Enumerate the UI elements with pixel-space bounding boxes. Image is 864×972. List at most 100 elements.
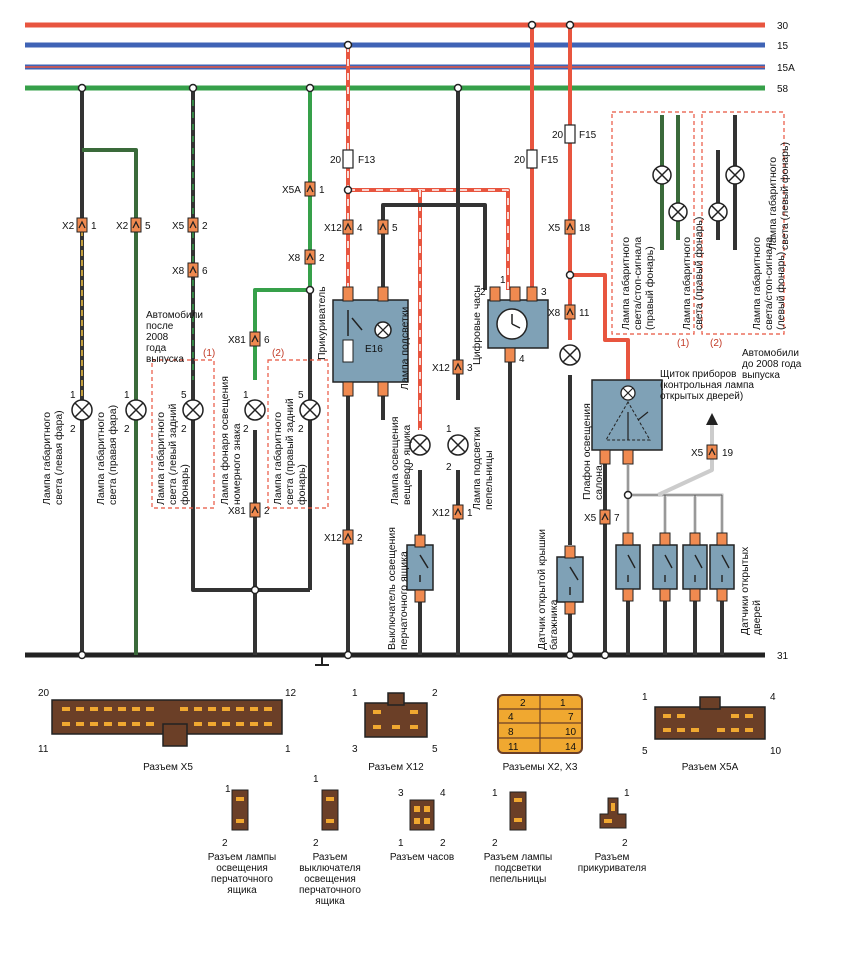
svg-text:4: 4 (508, 712, 514, 723)
svg-text:1: 1 (446, 424, 452, 435)
conn-x12-4: X12 4 (324, 219, 363, 235)
label-glovebox-switch: Выключатель освещенияперчаточного ящика (386, 527, 410, 650)
clock-icon (496, 308, 528, 340)
label-dome-light: Плафон освещениясалона (581, 403, 605, 500)
svg-text:2: 2 (432, 688, 438, 699)
wire-door-returns (626, 600, 724, 655)
svg-text:6: 6 (202, 266, 208, 277)
svg-text:3: 3 (541, 287, 547, 298)
svg-text:X2: X2 (62, 221, 75, 232)
svg-text:2: 2 (408, 462, 414, 473)
svg-text:5: 5 (642, 746, 648, 757)
e16-label: E16 (365, 344, 383, 355)
door-sensors-module (615, 532, 735, 602)
label-rear-left-tail: Лампа габаритногосвета (левый фонарь) (767, 142, 791, 250)
svg-text:1: 1 (225, 784, 231, 795)
dome-lamp-icon (620, 385, 636, 401)
label-glovebox-lamp: Лампа освещениявещевого ящика (389, 417, 413, 506)
svg-text:2: 2 (181, 424, 187, 435)
caption-x2x3: Разъемы X2, X3 (503, 762, 578, 773)
svg-text:5: 5 (392, 223, 398, 234)
svg-text:1: 1 (492, 788, 498, 799)
lamp-pin-labels: 12 12 52 12 52 2 12 (70, 390, 452, 473)
svg-text:1: 1 (398, 838, 404, 849)
svg-text:3: 3 (352, 744, 358, 755)
svg-text:2: 2 (202, 221, 208, 232)
svg-text:11: 11 (38, 744, 49, 755)
svg-text:2: 2 (70, 424, 76, 435)
dome-module (591, 379, 663, 465)
svg-text:5: 5 (181, 390, 187, 401)
svg-text:1: 1 (313, 774, 319, 785)
svg-text:1: 1 (624, 788, 630, 799)
label-clock: Цифровые часы (471, 285, 483, 365)
svg-text:X12: X12 (324, 223, 342, 234)
svg-text:8: 8 (508, 727, 514, 738)
svg-text:14: 14 (565, 742, 577, 753)
svg-text:2: 2 (124, 424, 130, 435)
lamp-dome-icon (559, 344, 581, 366)
bus-label-15: 15 (777, 41, 789, 52)
wire-f13-branch-stripe (348, 189, 509, 290)
svg-text:1: 1 (124, 390, 130, 401)
wire-right-front (82, 148, 138, 655)
svg-text:X12: X12 (324, 533, 342, 544)
svg-text:11: 11 (579, 308, 590, 319)
caption-clock: Разъем часов (390, 852, 454, 863)
caption-x5a: Разъем X5A (682, 762, 739, 773)
bus-label-31: 31 (777, 651, 789, 662)
svg-text:2: 2 (440, 838, 446, 849)
label-rear-right-tail: Лампа габаритногосвета (правый фонарь) (681, 217, 705, 330)
fuse-f15-dome: 20 F15 (552, 124, 597, 144)
svg-text:3: 3 (398, 788, 404, 799)
lamp-inset2-stop-icon (708, 202, 728, 222)
wire-backlight (381, 203, 487, 290)
label-lamp-plate: Лампа фонаря освещенияномерного знака (219, 376, 243, 505)
svg-text:X81: X81 (228, 506, 246, 517)
label-backlight: Лампа подсветки (399, 307, 411, 390)
lamp-ashtray-icon (447, 434, 469, 456)
svg-text:20: 20 (38, 688, 50, 699)
svg-text:1: 1 (285, 744, 291, 755)
fuse-f15a-rating: 20 (514, 155, 526, 166)
svg-text:5: 5 (298, 390, 304, 401)
svg-text:2: 2 (520, 698, 526, 709)
wire-dome-branch (570, 273, 630, 385)
lamp-right-rear-icon (299, 399, 321, 421)
wire-sensor-bus (626, 465, 724, 545)
svg-text:1: 1 (70, 390, 76, 401)
label-lamp-right-rear: Лампа габаритногосвета (правый заднийфон… (272, 398, 308, 505)
svg-text:2: 2 (264, 506, 270, 517)
svg-text:1: 1 (243, 390, 249, 401)
lamp-left-rear-icon (182, 399, 204, 421)
svg-text:4: 4 (357, 223, 363, 234)
lighter-module: E16 (332, 286, 409, 397)
wires (80, 25, 737, 655)
svg-text:2: 2 (492, 838, 498, 849)
svg-text:X5: X5 (691, 448, 704, 459)
svg-text:X5: X5 (584, 513, 597, 524)
svg-text:X2: X2 (116, 221, 129, 232)
svg-text:X12: X12 (432, 363, 450, 374)
